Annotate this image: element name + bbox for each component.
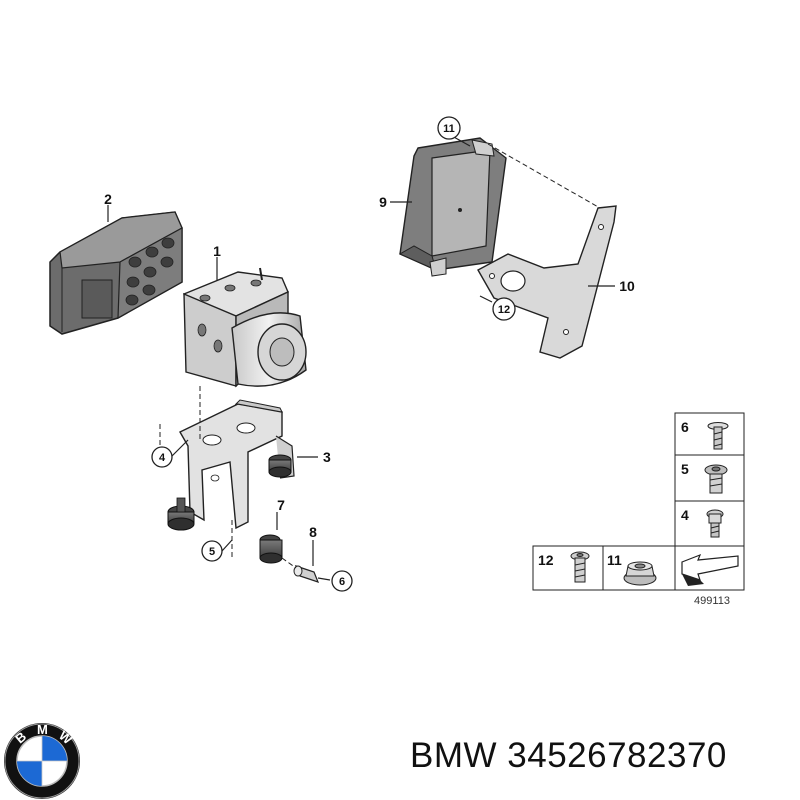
bolt-12-icon [570,551,590,583]
callout-4: 4 [159,452,166,464]
bmw-roundel-icon: B M W [4,722,80,799]
control-unit-part [49,211,183,335]
callout-12: 12 [498,304,510,316]
rubber-mount-part-7 [259,534,283,564]
fastener-legend-table: 6 5 4 12 11 [532,412,745,607]
logo-letter-m: M [37,722,48,737]
callout-8: 8 [309,524,317,540]
callout-6-circle: 6 [331,570,353,592]
screw-4-icon [706,509,724,538]
direction-arrow-icon [681,553,739,586]
legend-label-12: 12 [538,552,554,568]
callout-11-circle: 11 [437,116,461,140]
callout-labels: 2 1 3 7 8 9 10 4 5 6 11 12 [104,116,635,592]
leader-lines [107,135,615,581]
rubber-mounts [167,454,292,564]
diagram-reference-number: 499113 [694,595,730,607]
legend-label-4: 4 [681,507,689,523]
callout-12-circle: 12 [492,297,516,321]
flange-nut-11-icon [623,561,657,586]
callout-10: 10 [619,278,635,294]
legend-label-11: 11 [607,552,622,568]
callout-7: 7 [277,497,285,513]
screw-5-icon [704,464,728,494]
screw-6-icon [707,422,729,450]
callout-5-circle: 5 [201,540,223,562]
callout-2: 2 [104,191,112,207]
callout-6: 6 [339,576,345,588]
legend-label-5: 5 [681,461,689,477]
assembly-lines [159,143,601,569]
callout-4-circle: 4 [151,446,173,468]
hydraulic-unit-part [183,267,307,388]
sleeve-part [293,565,320,583]
callout-1: 1 [213,243,221,259]
callout-9: 9 [379,194,387,210]
module-bracket-part [477,205,617,359]
rubber-mount-right [268,454,292,478]
control-module-part [398,137,507,277]
callout-3: 3 [323,449,331,465]
part-number-caption: BMW 34526782370 [410,736,727,775]
callout-5: 5 [209,546,215,558]
rubber-mount-left [167,497,195,531]
callout-11: 11 [443,123,455,135]
legend-label-6: 6 [681,419,689,435]
